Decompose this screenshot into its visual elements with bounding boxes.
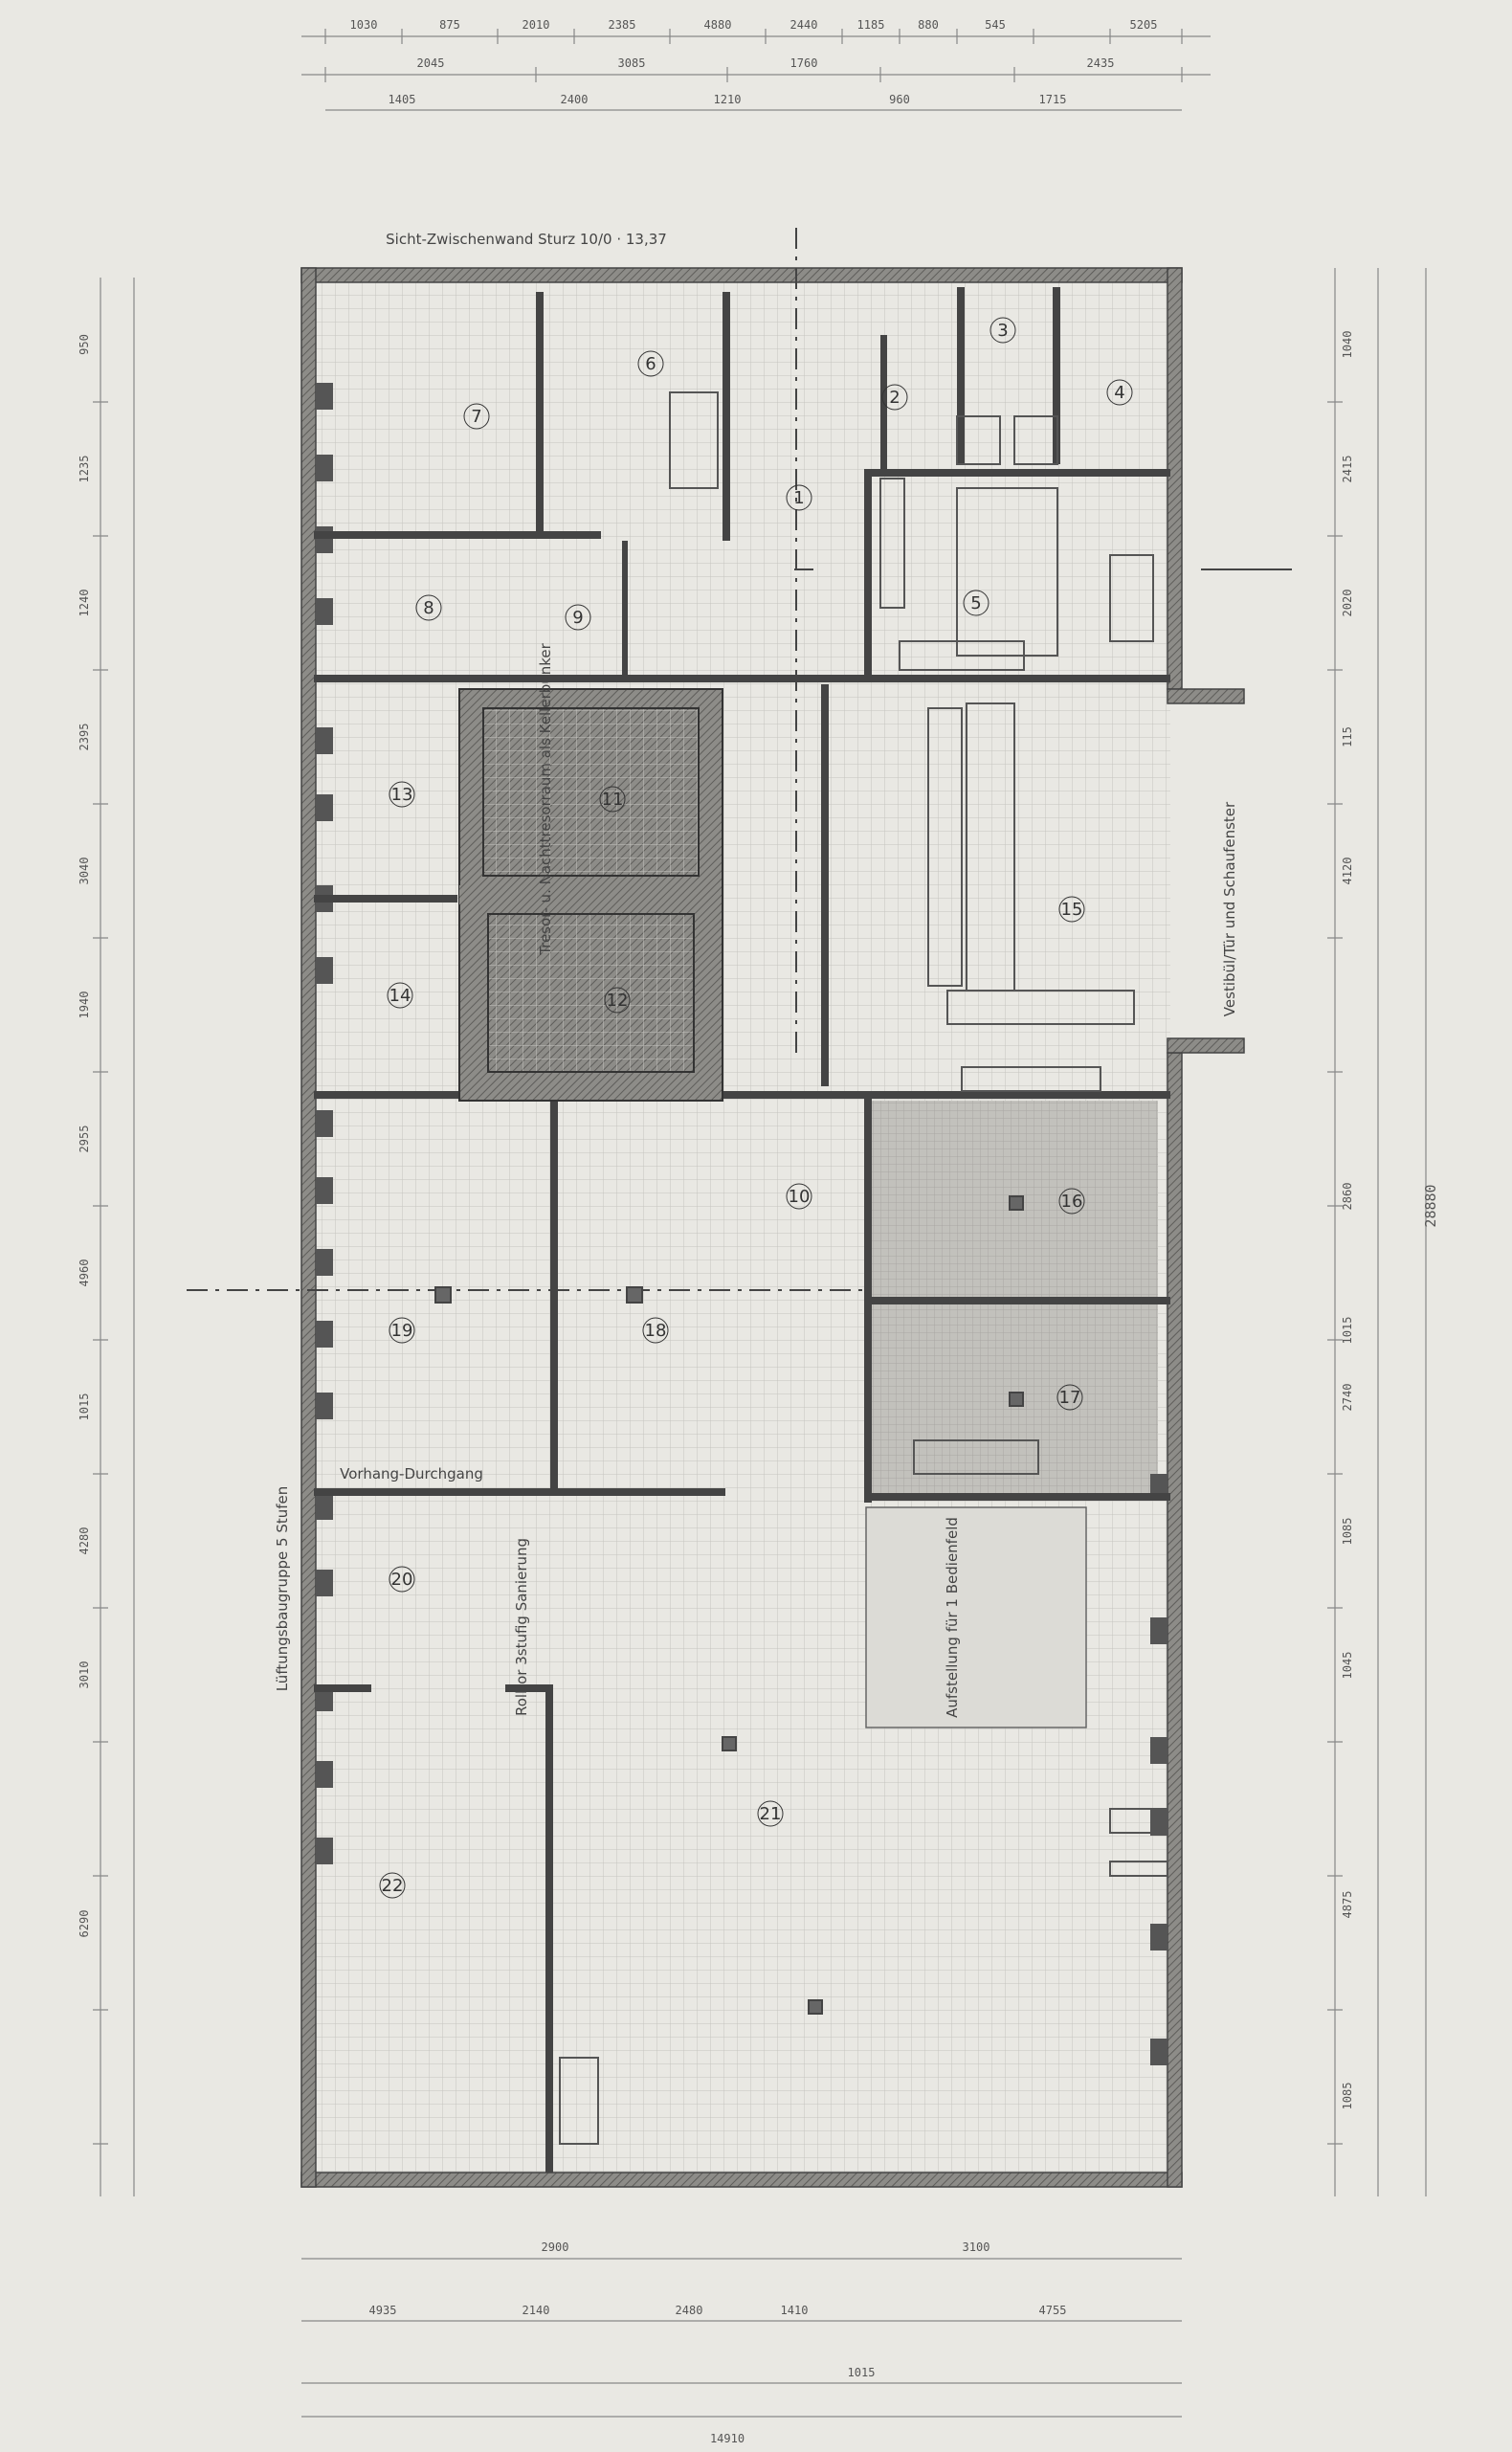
dim-value: 1940 — [78, 992, 91, 1019]
dim-value: 5205 — [1130, 18, 1158, 32]
dim-value: 1715 — [1039, 93, 1067, 106]
dim-value: 4755 — [1039, 2304, 1067, 2317]
dim-value: 1235 — [78, 456, 91, 483]
room-number: 21 — [760, 1804, 782, 1824]
room-number: 10 — [789, 1187, 811, 1207]
room-number: 15 — [1061, 900, 1083, 920]
dim-value: 4880 — [704, 18, 732, 32]
dim-value: 2415 — [1341, 456, 1354, 483]
dim-value: 2400 — [561, 93, 589, 106]
room-number: 7 — [471, 407, 481, 427]
dim-value: 2440 — [790, 18, 818, 32]
room-number: 14 — [389, 986, 411, 1006]
dim-value: 1410 — [781, 2304, 809, 2317]
passage-note: Vorhang-Durchgang — [340, 1465, 483, 1482]
room-number: 11 — [602, 790, 624, 810]
dim-value: 115 — [1341, 726, 1354, 747]
room-number: 1 — [793, 488, 804, 508]
roller-gate-note: Rolltor 3stufig Sanierung — [513, 1538, 530, 1716]
grid-axis — [187, 228, 1292, 2015]
dim-value: 1760 — [790, 56, 818, 70]
dim-value: 6290 — [78, 1910, 91, 1938]
dim-value: 2045 — [417, 56, 445, 70]
dim-value: 1085 — [1341, 2083, 1354, 2110]
kitchen-furniture — [559, 391, 1168, 2145]
dim-value: 1185 — [857, 18, 885, 32]
dim-value: 1040 — [1341, 331, 1354, 359]
room-number: 2 — [889, 388, 900, 408]
ventilation-note: Lüftungsbaugruppe 5 Stufen — [274, 1486, 291, 1692]
room-number: 5 — [970, 593, 981, 613]
dim-value: 1085 — [1341, 1518, 1354, 1546]
room-number: 17 — [1059, 1388, 1081, 1408]
vestibule-note: Vestibül/Tür und Schaufenster — [1221, 801, 1238, 1016]
room-labels: 7 8 9 1 2 3 4 5 6 10 11 12 13 14 15 16 1… — [379, 317, 1133, 1899]
dim-value: 3085 — [618, 56, 646, 70]
outer-walls — [300, 267, 1245, 2188]
dim-value: 2860 — [1341, 1183, 1354, 1211]
dim-value: 2435 — [1087, 56, 1115, 70]
room-number: 3 — [997, 321, 1008, 341]
dim-value: 4935 — [369, 2304, 397, 2317]
doors-note: Sicht-Zwischenwand Sturz 10/0 · 13,37 — [386, 231, 667, 248]
dim-value: 3010 — [78, 1661, 91, 1689]
room-number: 6 — [645, 354, 656, 374]
dim-value: 1015 — [848, 2366, 876, 2379]
dim-value: 2385 — [609, 18, 636, 32]
dimension-ticks — [93, 29, 1343, 2145]
dim-value: 960 — [889, 93, 910, 106]
dim-value: 1030 — [350, 18, 378, 32]
safe-note: Tresor- u. Nachttresorraum als Kellerbun… — [537, 642, 554, 955]
dim-value: 1015 — [78, 1393, 91, 1421]
room-number: 16 — [1061, 1192, 1083, 1212]
dim-value: 2020 — [1341, 590, 1354, 617]
counter-note: Aufstellung für 1 Bedienfeld — [944, 1517, 961, 1718]
room-number: 18 — [645, 1321, 667, 1341]
room-number: 12 — [607, 991, 629, 1011]
dim-value: 2900 — [542, 2240, 569, 2254]
dim-value: 4280 — [78, 1527, 91, 1555]
dim-value: 875 — [439, 18, 460, 32]
dim-value: 2010 — [523, 18, 550, 32]
room-number: 20 — [391, 1570, 413, 1590]
safe-vault — [458, 688, 723, 1102]
dim-value: 4960 — [78, 1259, 91, 1287]
room-number: 9 — [572, 608, 583, 628]
total-height-dimension: 28880 — [1422, 1184, 1439, 1227]
dim-value: 1405 — [389, 93, 416, 106]
dim-value: 3040 — [78, 858, 91, 885]
dim-value: 545 — [985, 18, 1006, 32]
dim-value: 2955 — [78, 1126, 91, 1153]
dimension-values: 1030 875 2010 2385 4880 2440 1185 880 54… — [78, 18, 1354, 2445]
dim-value: 14910 — [710, 2432, 745, 2445]
room-number: 19 — [391, 1321, 413, 1341]
dim-value: 1015 — [1341, 1317, 1354, 1345]
dim-value: 4120 — [1341, 858, 1354, 885]
room-number: 13 — [391, 785, 413, 805]
counter-area — [865, 1506, 1087, 1728]
dim-value: 3100 — [963, 2240, 990, 2254]
plan-notes: Vestibül/Tür und Schaufenster Tresor- u.… — [274, 231, 1439, 1718]
dim-value: 2480 — [676, 2304, 703, 2317]
dim-value: 4875 — [1341, 1891, 1354, 1919]
room-number: 8 — [423, 598, 434, 618]
dimension-lines — [100, 35, 1427, 2418]
dim-value: 2740 — [1341, 1384, 1354, 1412]
dim-value: 2395 — [78, 724, 91, 751]
dim-value: 2140 — [523, 2304, 550, 2317]
dim-value: 1210 — [714, 93, 742, 106]
room-number: 22 — [382, 1876, 404, 1896]
dim-value: 950 — [78, 334, 91, 355]
dim-value: 1045 — [1341, 1652, 1354, 1680]
dim-value: 1240 — [78, 590, 91, 617]
dim-value: 880 — [918, 18, 939, 32]
room-number: 4 — [1114, 383, 1124, 403]
